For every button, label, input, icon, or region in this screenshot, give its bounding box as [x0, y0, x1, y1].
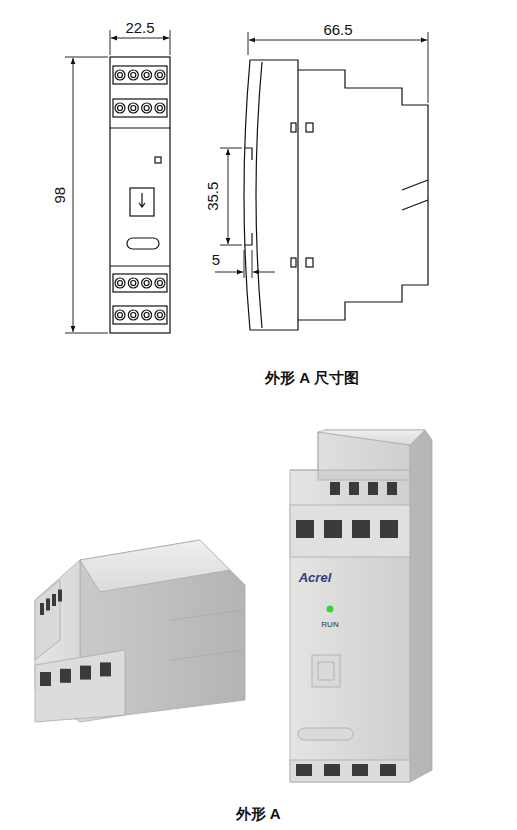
- dimension-label: 35.5: [206, 180, 223, 211]
- figure-caption: 外形 A: [235, 806, 282, 823]
- dimension-label: 5: [211, 252, 221, 269]
- standing-device-photo: [290, 430, 432, 782]
- side-dimensions: [215, 32, 428, 278]
- dimension-label: 98: [52, 186, 69, 205]
- dimension-label: 22.5: [124, 20, 155, 37]
- led-label: RUN: [320, 621, 339, 630]
- lying-device-photo: [35, 540, 245, 722]
- brand-logo: Acrel: [298, 571, 333, 585]
- front-view: [110, 57, 170, 333]
- side-view: [244, 60, 428, 330]
- dimension-label: 66.5: [322, 22, 353, 39]
- figure-caption: 外形 A 尺寸图: [264, 370, 360, 387]
- front-dimensions: [65, 30, 170, 333]
